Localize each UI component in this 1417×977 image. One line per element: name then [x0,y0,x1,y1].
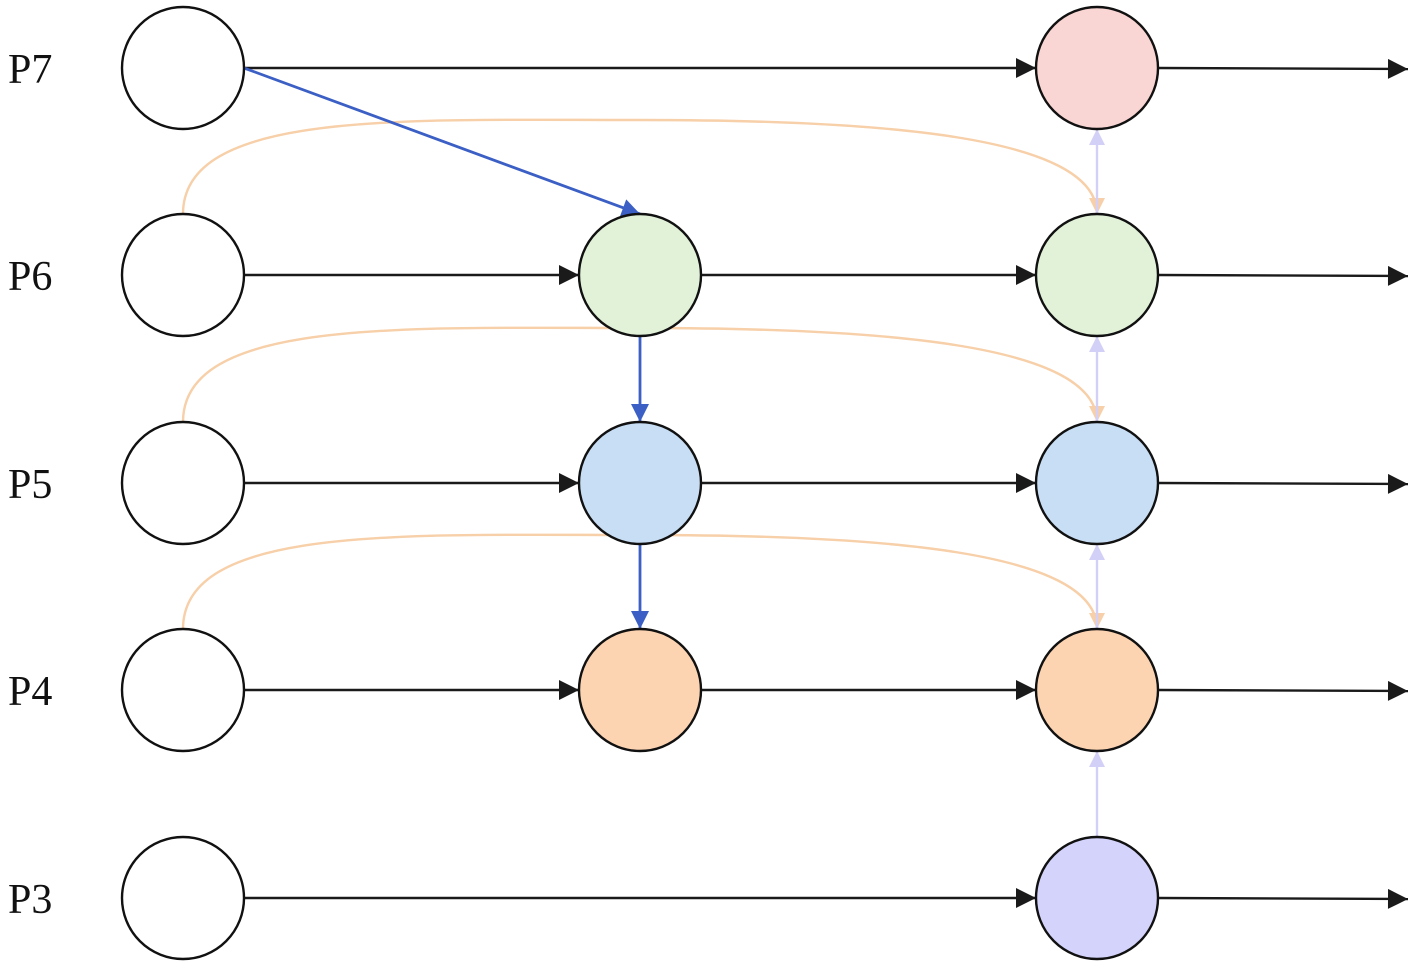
node-p6-out [1034,212,1160,338]
level-label-p6: P6 [8,254,52,300]
level-label-p4: P4 [8,669,52,715]
edge-output-p6-out-to-output [1157,265,1409,286]
edge-output-p4-out-to-output [1157,680,1409,701]
edge-layer [243,58,1409,909]
node-p7-out [1034,5,1160,131]
edge-output-p7-out-to-output [1157,58,1409,79]
node-p4-mid [577,627,703,753]
node-p4-out [1034,627,1160,753]
node-p7-in [120,5,246,131]
edge-output-p5-out-to-output [1157,473,1409,494]
level-label-p7: P7 [8,47,52,93]
node-p5-out [1034,420,1160,546]
level-label-p5: P5 [8,462,52,508]
node-p3-in [120,835,246,961]
edge-top-down-p7-in-to-p6-mid [243,66,641,217]
level-label-p3: P3 [8,877,52,923]
edge-skip-p6-in-to-p6-out [181,118,1105,215]
edge-output-p3-out-to-output [1157,888,1409,909]
node-p5-mid [577,420,703,546]
node-p6-in [120,212,246,338]
node-p5-in [120,420,246,546]
node-layer [120,5,1160,961]
node-p3-out [1034,835,1160,961]
node-p4-in [120,627,246,753]
node-p6-mid [577,212,703,338]
